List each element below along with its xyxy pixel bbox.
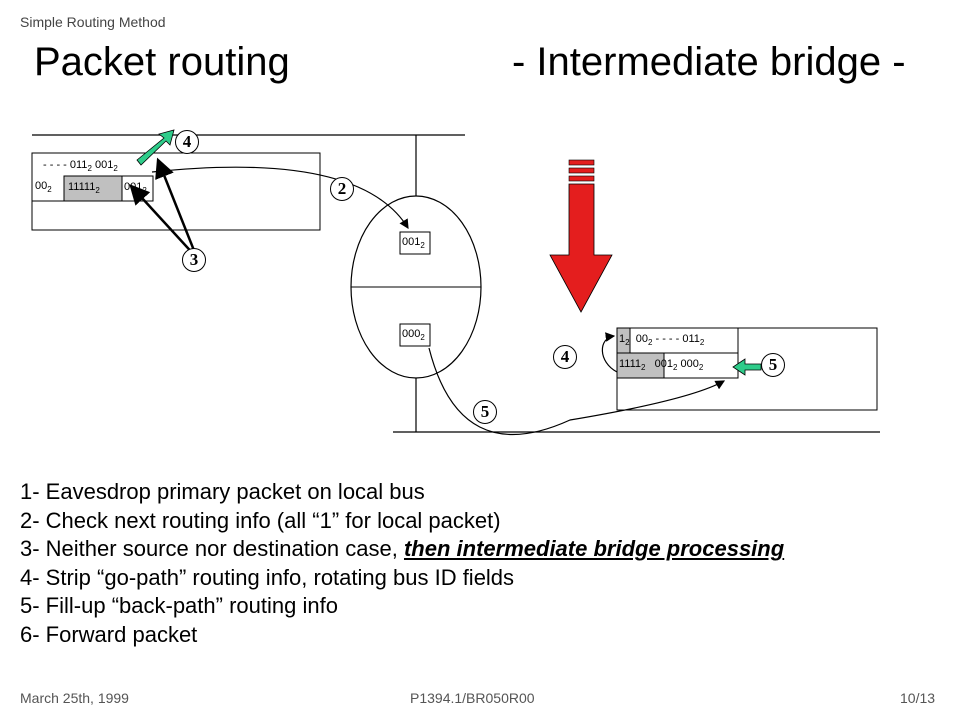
right-row1-label: 12 002 - - - - 0112	[619, 333, 705, 348]
green-arrow-left	[136, 129, 175, 166]
green-arrow-right	[732, 358, 762, 376]
arrow-forward	[428, 347, 726, 436]
step-3: 3- Neither source nor destination case, …	[20, 536, 785, 561]
step-marker-3: 3	[182, 248, 206, 272]
left-row2-field-b: 0012	[124, 181, 147, 196]
section-header: Simple Routing Method	[20, 14, 166, 30]
step-marker-5-right: 5	[761, 353, 785, 377]
bridge-bottom-label: 0002	[402, 328, 425, 343]
step-marker-2: 2	[330, 177, 354, 201]
footer-page-number: 10/13	[900, 690, 936, 706]
step-4: 4- Strip “go-path” routing info, rotatin…	[20, 564, 515, 590]
right-row2-label: 11112 0012 0002	[619, 358, 704, 373]
red-down-arrow	[549, 159, 613, 313]
step-marker-5-bottom: 5	[473, 400, 497, 424]
right-packet-row1	[629, 327, 739, 354]
step-marker-4-right: 4	[553, 345, 577, 369]
footer-date: March 25th, 1999	[20, 690, 129, 706]
bridge-top-label: 0012	[402, 236, 425, 251]
right-packet-row2	[663, 352, 739, 379]
arrow-3b	[129, 184, 198, 259]
left-row1-label: - - - - 0112 0012	[43, 159, 118, 174]
page-title: Packet routing	[34, 40, 290, 84]
right-packet-shaded-cell-2	[616, 352, 665, 379]
step-2: 2- Check next routing info (all “1” for …	[20, 507, 501, 533]
step-1: 1- Eavesdrop primary packet on local bus	[20, 479, 425, 504]
step-5: 5- Fill-up “back-path” routing info	[20, 593, 338, 618]
page-subtitle: - Intermediate bridge -	[512, 40, 906, 84]
left-row2-field-a: 111112	[68, 181, 100, 196]
left-row2-prefix: 002	[35, 180, 52, 195]
arrow-3a	[155, 157, 199, 259]
arrow-to-bridge	[151, 166, 409, 230]
step-marker-4-left: 4	[175, 130, 199, 154]
bridge-portal-top	[399, 231, 431, 255]
steps-list: 1- Eavesdrop primary packet on local bus…	[20, 478, 784, 649]
step-3-emphasis: then intermediate bridge processing	[403, 536, 785, 561]
left-packet-shaded-cell	[63, 175, 123, 202]
bridge-portal-bottom	[399, 323, 431, 347]
footer-doc-id: P1394.1/BR050R00	[410, 690, 535, 706]
step-6: 6- Forward packet	[20, 621, 198, 647]
arrow-rotate	[601, 332, 618, 373]
